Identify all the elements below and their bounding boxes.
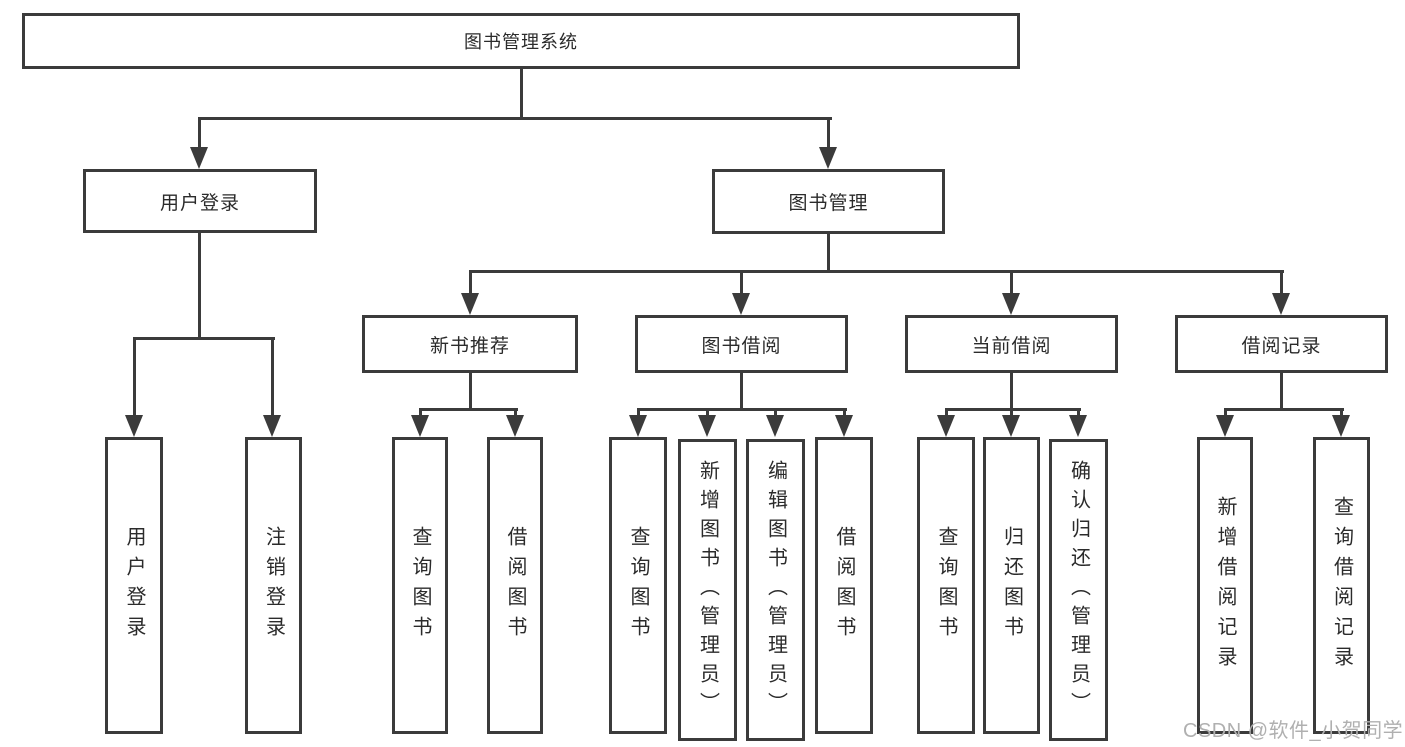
node-current-borrow-label: 当前借阅	[971, 335, 1052, 357]
connector-line	[740, 373, 743, 408]
leaf-add-borrow-record: 新增借阅记录	[1197, 437, 1253, 734]
connector-arrowhead	[263, 415, 281, 437]
connector-arrowhead	[1002, 293, 1020, 315]
leaf-user-login: 用户登录	[105, 437, 163, 734]
leaf-current-query-books: 查询图书	[917, 437, 975, 734]
connector-arrowhead	[732, 293, 750, 315]
connector-line	[1224, 408, 1344, 411]
connector-line	[1280, 373, 1283, 408]
leaf-add-books-admin-label: 新增图书（管理员）	[696, 459, 719, 721]
leaf-borrow-query-books: 查询图书	[609, 437, 667, 734]
connector-line	[637, 408, 847, 411]
connector-line	[469, 373, 472, 408]
connector-arrowhead	[629, 415, 647, 437]
node-book-borrow: 图书借阅	[635, 315, 848, 373]
leaf-user-login-label: 用户登录	[123, 525, 145, 646]
connector-line	[1280, 270, 1283, 296]
node-user-login-label: 用户登录	[159, 192, 240, 214]
leaf-borrow-books-label: 借阅图书	[833, 525, 855, 646]
leaf-edit-books-admin-label: 编辑图书（管理员）	[764, 459, 787, 721]
connector-line	[419, 408, 422, 418]
node-borrow-records-label: 借阅记录	[1241, 335, 1322, 357]
connector-line	[133, 337, 275, 340]
connector-line	[945, 408, 948, 418]
connector-line	[469, 270, 472, 296]
connector-line	[1077, 408, 1080, 418]
leaf-query-borrow-record: 查询借阅记录	[1313, 437, 1370, 734]
connector-line	[198, 117, 201, 151]
connector-line	[945, 408, 1081, 411]
connector-line	[827, 117, 830, 151]
connector-line	[1224, 408, 1227, 418]
leaf-confirm-return-admin: 确认归还（管理员）	[1049, 439, 1108, 741]
leaf-add-borrow-record-label: 新增借阅记录	[1214, 495, 1236, 676]
connector-line	[1010, 408, 1013, 418]
node-user-login: 用户登录	[83, 169, 317, 233]
csdn-watermark: CSDN @软件_小贺同学	[1183, 720, 1404, 742]
connector-arrowhead	[411, 415, 429, 437]
connector-arrowhead	[937, 415, 955, 437]
connector-line	[198, 117, 832, 120]
leaf-return-books: 归还图书	[983, 437, 1040, 734]
connector-line	[706, 408, 709, 418]
connector-line	[740, 270, 743, 296]
connector-line	[271, 337, 274, 418]
connector-line	[1010, 373, 1013, 408]
node-current-borrow: 当前借阅	[905, 315, 1118, 373]
leaf-recommend-query-books-label: 查询图书	[409, 525, 431, 646]
connector-arrowhead	[835, 415, 853, 437]
connector-line	[843, 408, 846, 418]
connector-line	[774, 408, 777, 418]
connector-arrowhead	[506, 415, 524, 437]
connector-line	[637, 408, 640, 418]
connector-arrowhead	[698, 415, 716, 437]
connector-arrowhead	[461, 293, 479, 315]
node-book-management-label: 图书管理	[788, 193, 869, 214]
connector-line	[827, 234, 830, 270]
leaf-recommend-borrow-books: 借阅图书	[487, 437, 543, 734]
leaf-recommend-borrow-books-label: 借阅图书	[504, 525, 526, 646]
node-root-system: 图书管理系统	[22, 13, 1020, 69]
connector-line	[133, 337, 136, 418]
connector-arrowhead	[766, 415, 784, 437]
leaf-confirm-return-admin-label: 确认归还（管理员）	[1067, 459, 1090, 721]
connector-arrowhead	[1332, 415, 1350, 437]
connector-line	[1340, 408, 1343, 418]
leaf-edit-books-admin: 编辑图书（管理员）	[746, 439, 805, 741]
leaf-recommend-query-books: 查询图书	[392, 437, 448, 734]
connector-line	[419, 408, 518, 411]
connector-line	[198, 233, 201, 337]
leaf-borrow-books: 借阅图书	[815, 437, 873, 734]
node-book-management: 图书管理	[712, 169, 945, 234]
connector-arrowhead	[1002, 415, 1020, 437]
node-borrow-records: 借阅记录	[1175, 315, 1388, 373]
connector-line	[469, 270, 1284, 273]
connector-line	[1010, 270, 1013, 296]
node-new-book-recommend: 新书推荐	[362, 315, 578, 373]
leaf-add-books-admin: 新增图书（管理员）	[678, 439, 737, 741]
connector-arrowhead	[1272, 293, 1290, 315]
node-new-book-recommend-label: 新书推荐	[429, 335, 510, 357]
leaf-return-books-label: 归还图书	[1000, 525, 1023, 646]
leaf-borrow-query-books-label: 查询图书	[627, 525, 649, 646]
connector-arrowhead	[190, 147, 208, 169]
connector-arrowhead	[1069, 415, 1087, 437]
connector-arrowhead	[1216, 415, 1234, 437]
leaf-query-borrow-record-label: 查询借阅记录	[1330, 495, 1353, 676]
leaf-logout: 注销登录	[245, 437, 302, 734]
connector-arrowhead	[125, 415, 143, 437]
connector-arrowhead	[819, 147, 837, 169]
connector-line	[520, 69, 523, 117]
node-book-borrow-label: 图书借阅	[701, 335, 782, 357]
node-root-system-label: 图书管理系统	[464, 32, 578, 52]
leaf-logout-label: 注销登录	[262, 525, 285, 646]
leaf-current-query-books-label: 查询图书	[935, 525, 957, 646]
connector-line	[514, 408, 517, 418]
